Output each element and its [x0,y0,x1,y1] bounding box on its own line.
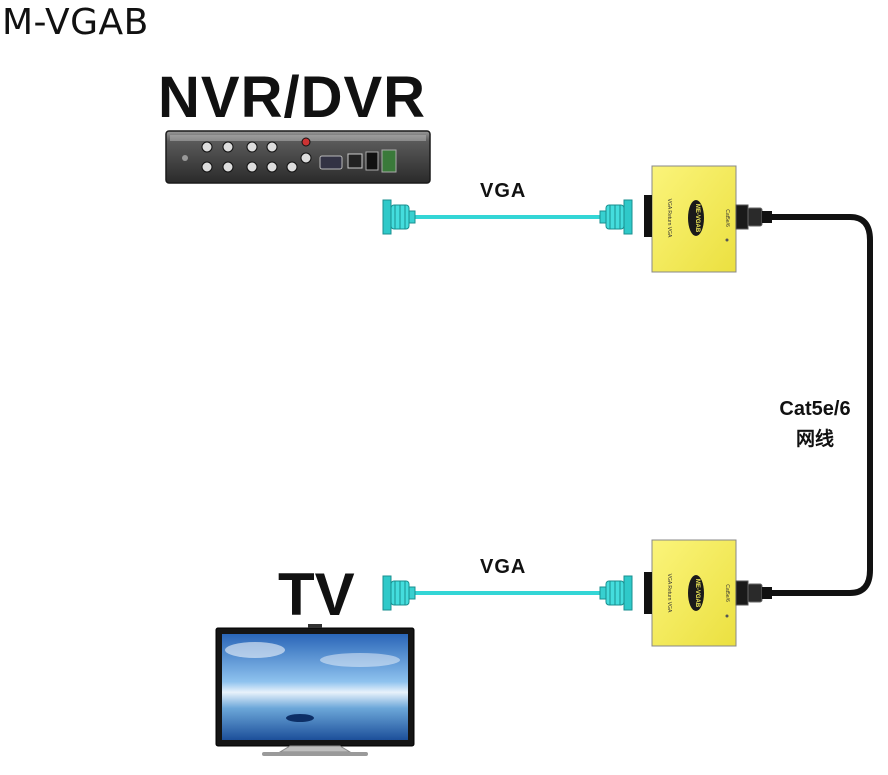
vga-cable-bottom [382,575,633,611]
extender-bottom: ME-VGAB VGA Return VGA Cat5e/6 [644,539,737,647]
extender-bottom-port-right: Cat5e/6 [724,584,730,602]
extender-bottom-badge: ME-VGAB [694,579,700,608]
extender-bottom-port-left: VGA Return VGA [666,574,672,613]
extender-top-port-left: VGA Return VGA [666,199,672,238]
vga-top-label: VGA [480,180,527,202]
nvr-dvr-label: NVR/DVR [158,65,427,130]
nvr-dvr-device [165,130,431,184]
extender-top-badge: ME-VGAB [694,204,700,233]
network-cable-label: Cat5e/6 网线 [760,398,870,451]
network-cable [735,204,873,606]
tv-device [215,624,415,756]
vga-bottom-label: VGA [480,556,527,578]
extender-top-port-right: Cat5e/6 [724,209,730,227]
network-cable-cn-label: 网线 [795,428,834,450]
network-cable-en-label: Cat5e/6 [779,398,851,420]
vga-cable-top [382,199,633,235]
model-title: M-VGAB [2,2,149,43]
tv-label: TV [278,561,355,628]
extender-top: ME-VGAB VGA Return VGA Cat5e/6 [644,165,737,273]
